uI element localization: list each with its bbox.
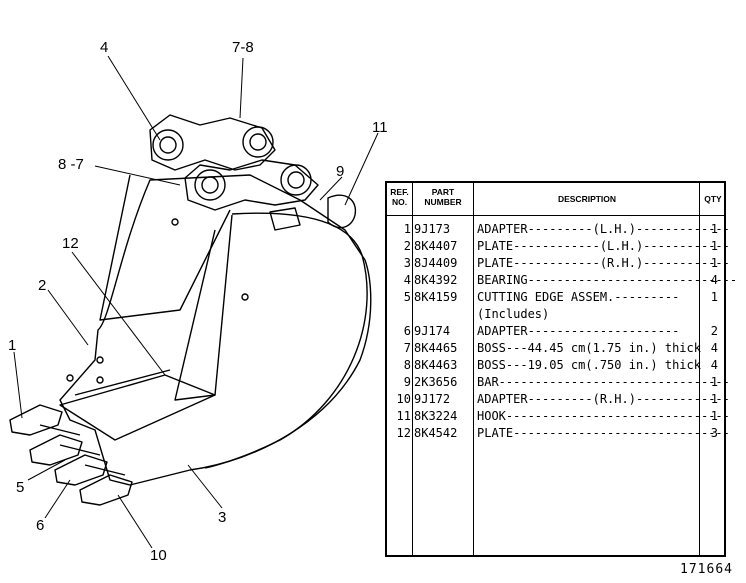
bar <box>269 207 301 231</box>
table-row: 2 8K4407 PLATE------------(L.H.)--------… <box>403 239 730 253</box>
callout-11: 11 <box>372 119 388 136</box>
tooth-1 <box>9 404 63 436</box>
parts-table: REF. NO. PART NUMBER DESCRIPTION QTY 1 9… <box>385 181 738 557</box>
table-row: 8 8K4463 BOSS---19.05 cm(.750 in.) thick… <box>403 358 718 372</box>
boss-4 <box>280 164 312 196</box>
upper-bracket-front <box>184 159 319 211</box>
table-row: 12 8K4542 PLATE-------------------------… <box>396 426 730 440</box>
table-row: 10 9J172 ADAPTER---------(R.H.)---------… <box>396 392 730 406</box>
tooth-3 <box>54 454 108 486</box>
table-row: 5 8K4159 CUTTING EDGE ASSEM.--------- 1 <box>403 290 718 304</box>
callout-10: 10 <box>150 547 167 564</box>
header-qty: QTY <box>704 194 722 204</box>
callout-6: 6 <box>36 517 45 534</box>
callout-5: 5 <box>16 479 25 496</box>
side-plate-left <box>99 174 231 321</box>
table-row: 11 8K3224 HOOK--------------------------… <box>396 409 730 423</box>
bucket-back-curve <box>204 212 368 469</box>
side-plate-inner <box>174 214 233 401</box>
callout-2: 2 <box>38 277 47 294</box>
callout-4: 4 <box>100 39 109 56</box>
table-row: 4 8K4392 BEARING------------------------… <box>403 273 738 287</box>
callout-12: 12 <box>62 235 79 252</box>
tooth-4 <box>79 474 133 506</box>
header-ref-no: REF. NO. <box>390 187 409 207</box>
header-description: DESCRIPTION <box>557 194 617 204</box>
callout-7-8: 7-8 <box>232 39 254 56</box>
callout-1: 1 <box>8 337 17 354</box>
callout-8-7: 8 -7 <box>58 156 84 173</box>
boss-2 <box>242 126 274 158</box>
cutting-edge <box>59 374 216 441</box>
table-row: 3 8J4409 PLATE------------(R.H.)--------… <box>403 256 730 270</box>
table-row: (Includes) <box>477 307 550 321</box>
upper-bracket-rear <box>149 114 276 171</box>
boss-3 <box>194 169 226 201</box>
boss-1 <box>152 129 184 161</box>
table-row: 6 9J174 ADAPTER--------------------- 2 <box>403 324 718 338</box>
table-row: 1 9J173 ADAPTER---------(L.H.)----------… <box>403 222 730 236</box>
table-row: 9 2K3656 BAR----------------------------… <box>403 375 730 389</box>
drawing-number: 171664 <box>680 562 733 577</box>
callout-3: 3 <box>218 509 227 526</box>
hook <box>327 194 357 229</box>
table-row: 7 8K4465 BOSS---44.45 cm(1.75 in.) thick… <box>403 341 718 355</box>
header-part-number: PART NUMBER <box>424 187 462 207</box>
callout-9: 9 <box>336 163 345 180</box>
tooth-2 <box>29 434 83 466</box>
